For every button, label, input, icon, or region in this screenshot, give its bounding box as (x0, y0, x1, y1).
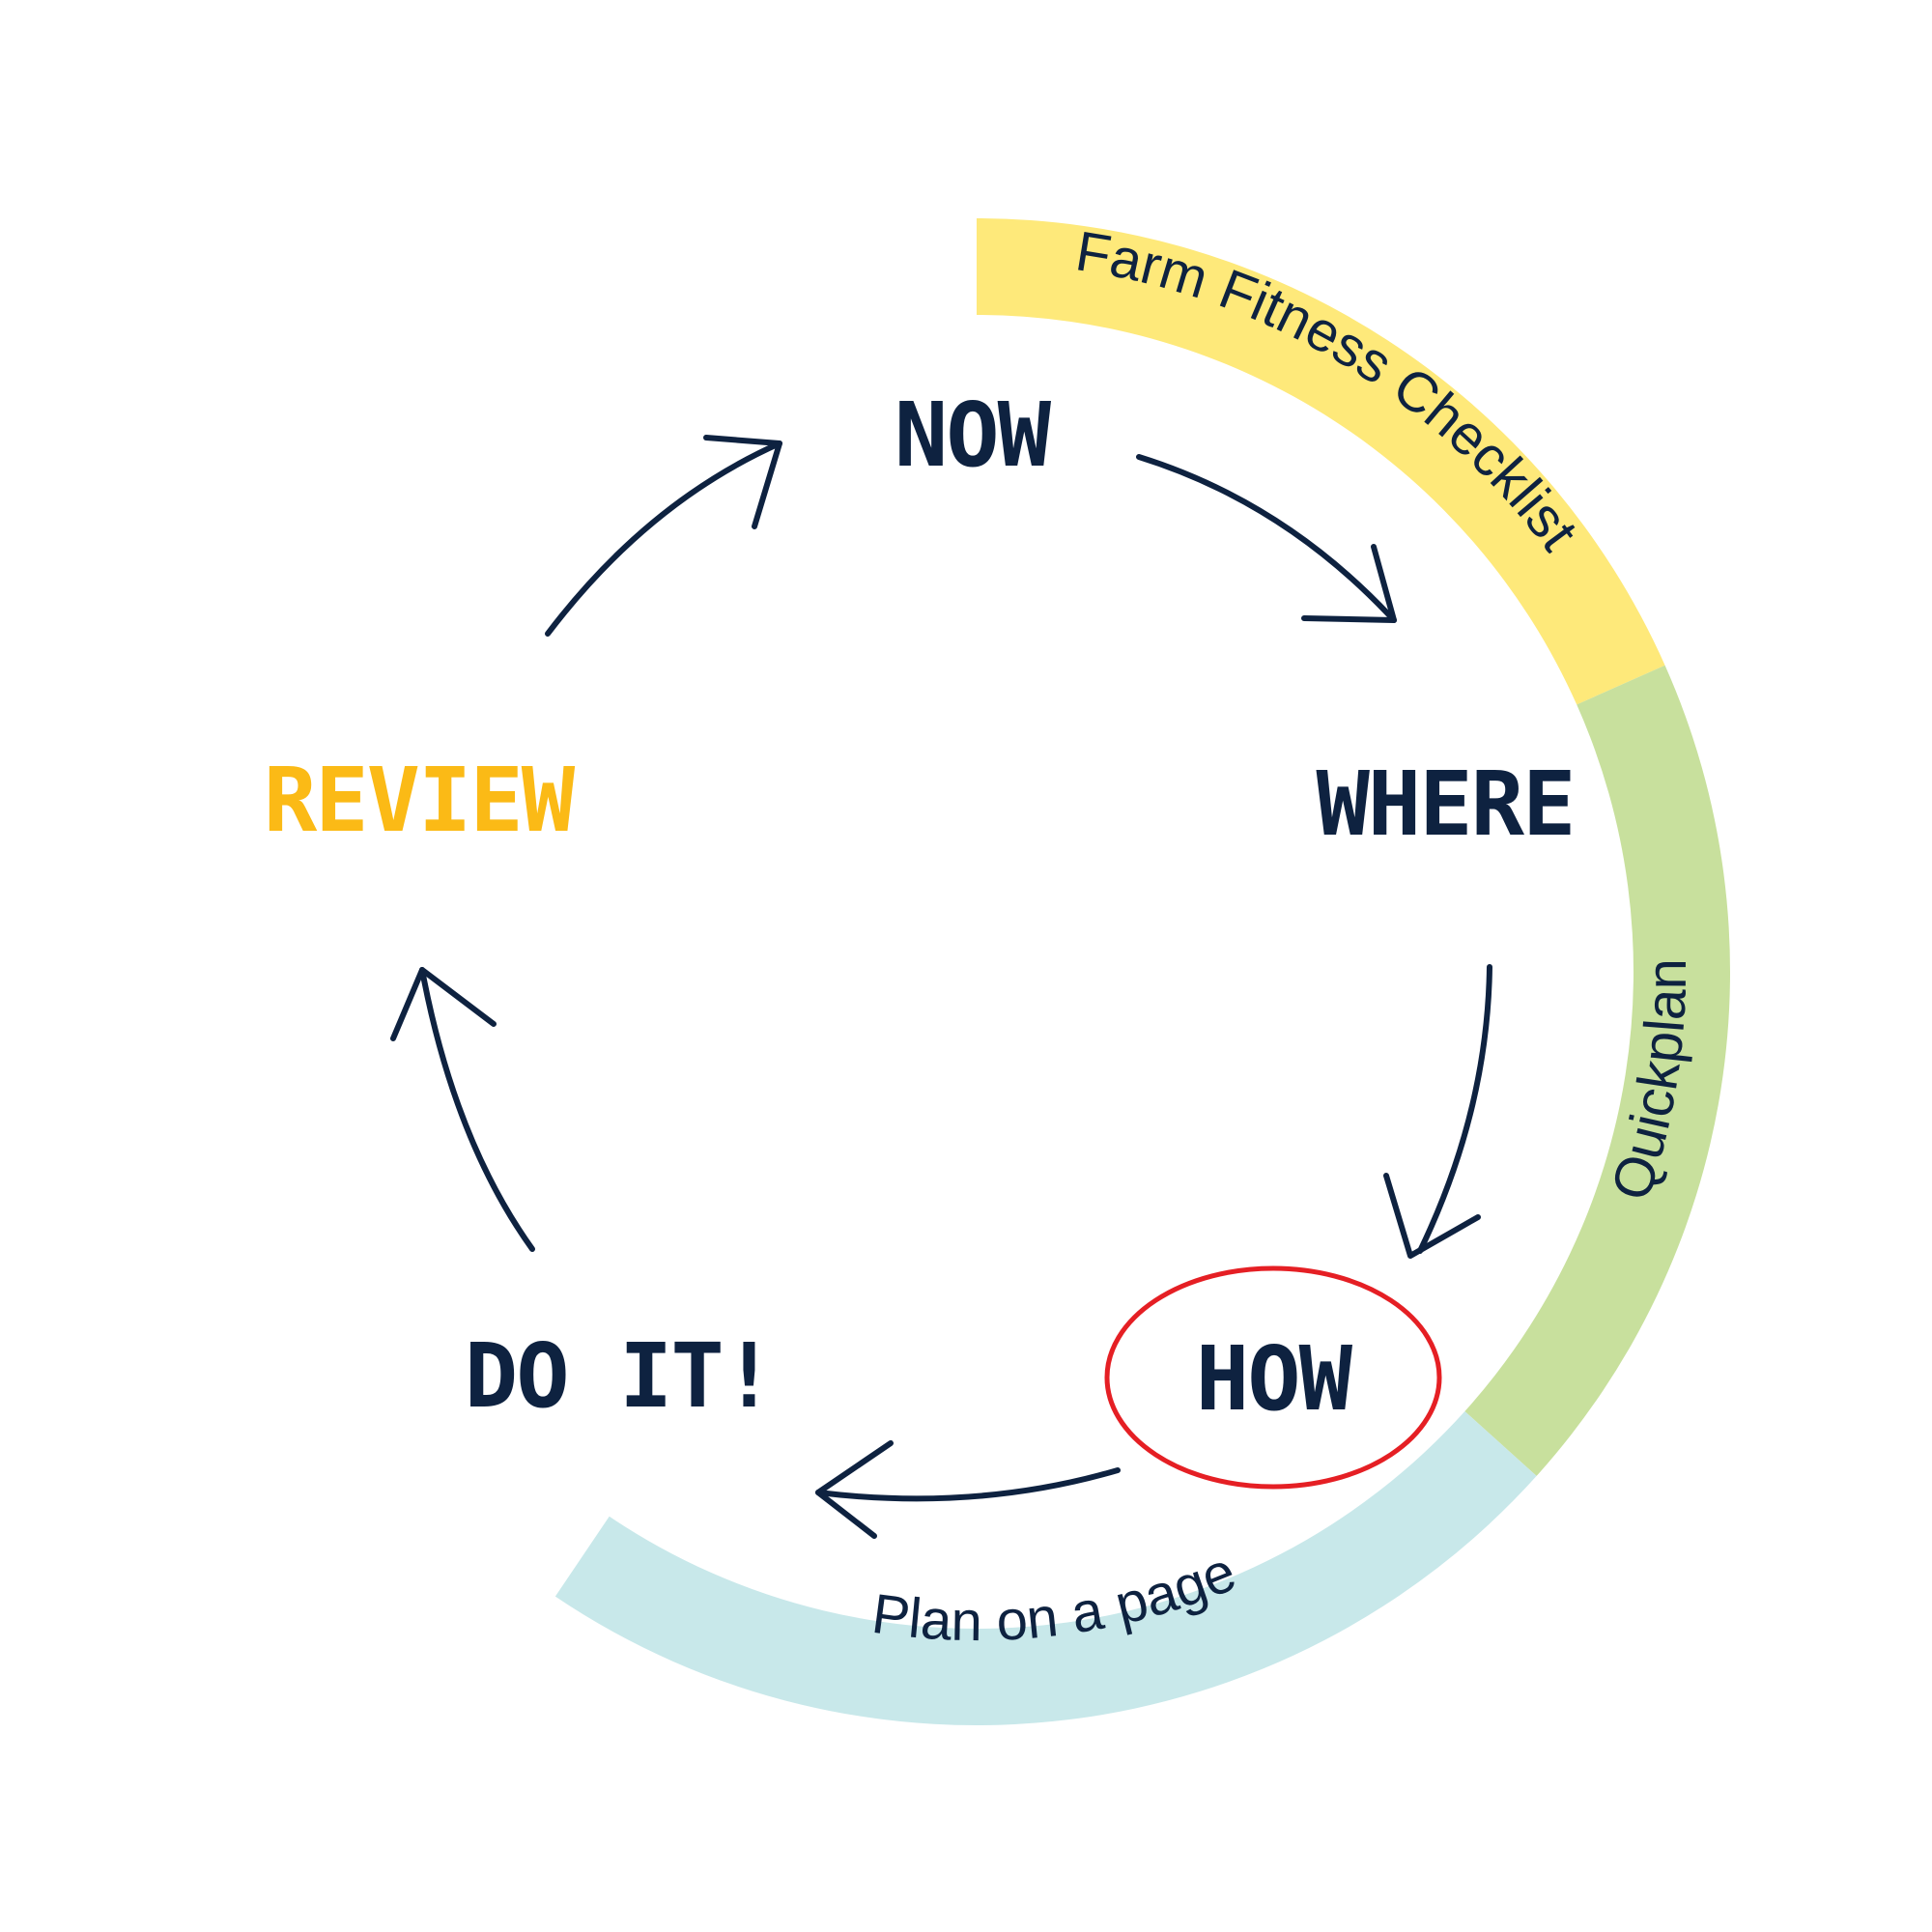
arrow-how-to-doit (815, 1440, 1121, 1539)
band-farm-fitness-checklist (977, 218, 1665, 705)
arrow-where-to-how (1383, 964, 1492, 1259)
band-plan-on-a-page (554, 1411, 1537, 1725)
band-quickplan (1464, 665, 1730, 1476)
arrow-now-to-where (1136, 454, 1397, 623)
step-review: REVIEW (264, 749, 576, 852)
step-now: NOW (895, 384, 1052, 487)
how-highlight-circle (1104, 1265, 1442, 1490)
arrow-doit-to-review (390, 967, 535, 1252)
step-where: WHERE (1317, 753, 1575, 856)
step-do-it: DO IT! (465, 1324, 774, 1428)
arrow-review-to-now (545, 435, 782, 637)
step-how: HOW (1196, 1327, 1353, 1431)
